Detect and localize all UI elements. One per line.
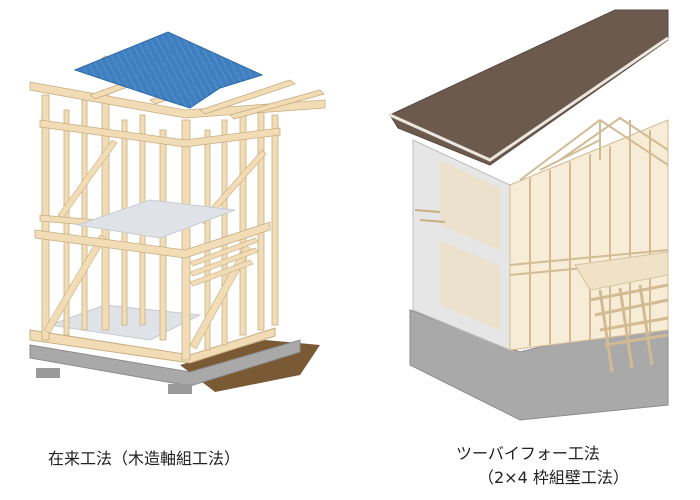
two-by-four-method-caption: ツーバイフォー工法 <box>456 444 600 463</box>
two-by-four-method-subcaption: （2×4 枠組壁工法） <box>478 468 629 487</box>
foundation <box>29 339 301 387</box>
conventional-method-caption: 在来工法（木造軸組工法） <box>48 449 241 468</box>
foundation-block <box>168 384 192 394</box>
roof-sheathing <box>73 31 264 109</box>
foundation-block <box>36 368 60 378</box>
two-by-four-framing-house <box>389 9 669 421</box>
roof-panel <box>389 9 669 166</box>
conventional-framing-house <box>29 31 326 394</box>
second-floor-deck <box>77 199 236 239</box>
